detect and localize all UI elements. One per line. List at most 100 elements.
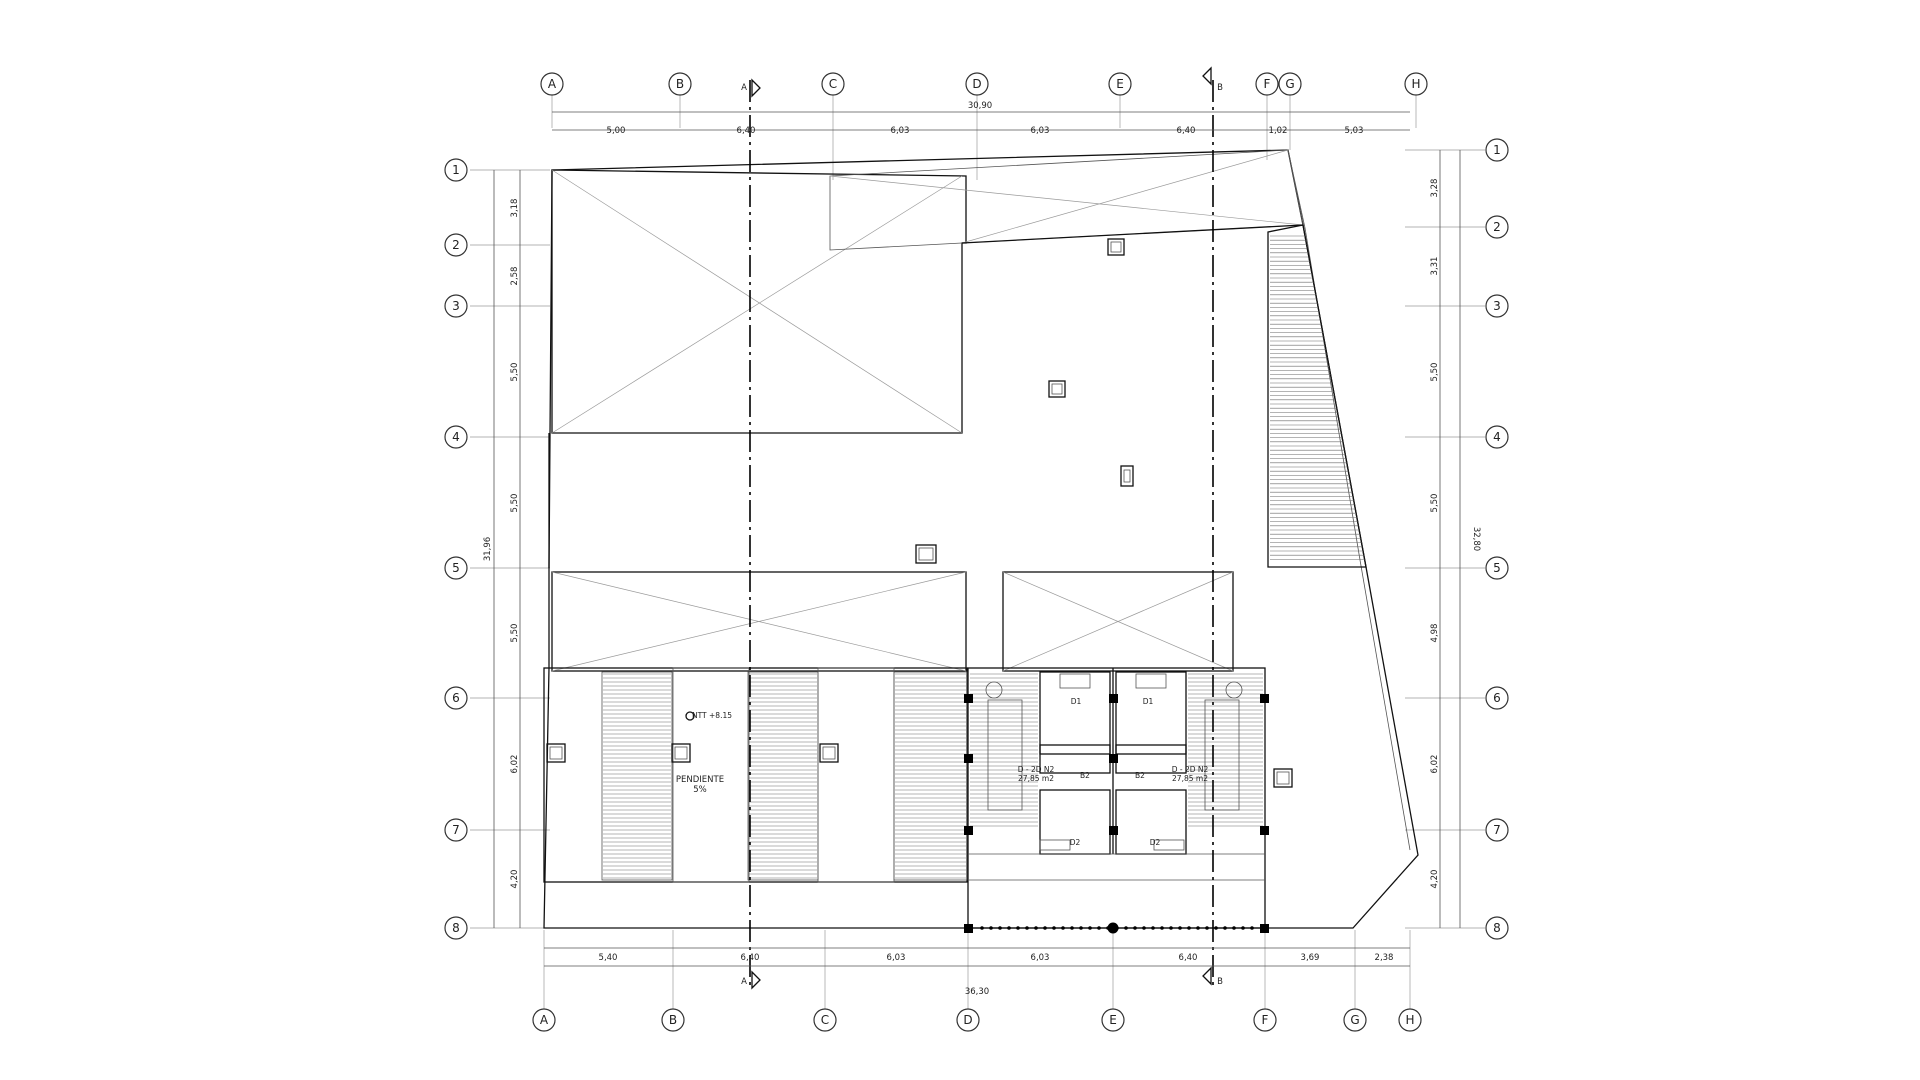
grid-bubble-left-1: 1 bbox=[444, 158, 468, 182]
grid-bubble-right-5: 5 bbox=[1485, 556, 1509, 580]
section-b-bottom: B bbox=[1217, 977, 1223, 987]
svg-text:2: 2 bbox=[452, 238, 460, 252]
svg-text:4: 4 bbox=[452, 430, 460, 444]
grid-bubble-bottom-e: E bbox=[1101, 1008, 1125, 1032]
dim-top-3: 6,03 bbox=[891, 126, 910, 136]
dim-bottom-1: 5,40 bbox=[599, 953, 618, 963]
svg-text:B: B bbox=[669, 1013, 677, 1027]
grid-bubble-top-d: D bbox=[965, 72, 989, 96]
grid-bubble-top-e: E bbox=[1108, 72, 1132, 96]
dim-left-4: 5,50 bbox=[510, 494, 520, 513]
grid-bubble-left-7: 7 bbox=[444, 818, 468, 842]
grid-bubble-left-3: 3 bbox=[444, 294, 468, 318]
grid-bubble-right-3: 3 bbox=[1485, 294, 1509, 318]
dim-top-4: 6,03 bbox=[1031, 126, 1050, 136]
level-note: NTT +8.15 bbox=[692, 711, 732, 720]
svg-text:7: 7 bbox=[1493, 823, 1501, 837]
svg-text:B: B bbox=[676, 77, 684, 91]
dim-top-1: 5,00 bbox=[607, 126, 626, 136]
dim-right-1: 3,28 bbox=[1430, 179, 1440, 198]
svg-text:A: A bbox=[548, 77, 557, 91]
grid-bubble-right-6: 6 bbox=[1485, 686, 1509, 710]
structural-columns bbox=[964, 694, 1269, 934]
dim-right-3: 5,50 bbox=[1430, 363, 1440, 382]
grid-bubble-left-2: 2 bbox=[444, 233, 468, 257]
grid-bubbles-left: 1 2 3 4 5 6 7 8 bbox=[444, 158, 468, 940]
annotations: NTT +8.15 PENDIENTE 5% bbox=[676, 711, 732, 795]
grid-bubble-bottom-d: D bbox=[956, 1008, 980, 1032]
svg-text:2: 2 bbox=[1493, 220, 1501, 234]
slope-label: PENDIENTE bbox=[676, 775, 724, 785]
dim-left-7: 4,20 bbox=[510, 870, 520, 889]
skylights bbox=[546, 238, 1293, 788]
svg-text:F: F bbox=[1264, 77, 1271, 91]
dim-left-total: 31,96 bbox=[483, 537, 493, 561]
dim-right-total: 32,80 bbox=[1471, 527, 1481, 551]
grid-bubble-top-g: G bbox=[1278, 72, 1302, 96]
svg-text:8: 8 bbox=[1493, 921, 1501, 935]
svg-text:G: G bbox=[1285, 77, 1294, 91]
grid-bubble-bottom-f: F bbox=[1253, 1008, 1277, 1032]
svg-text:3: 3 bbox=[452, 299, 460, 313]
grid-bubble-right-2: 2 bbox=[1485, 215, 1509, 239]
dim-right-5: 4,98 bbox=[1430, 624, 1440, 643]
svg-text:C: C bbox=[821, 1013, 829, 1027]
dim-bottom-6: 3,69 bbox=[1301, 953, 1320, 963]
room-d1-left: D1 bbox=[1071, 697, 1082, 706]
dim-right-6: 6,02 bbox=[1430, 755, 1440, 774]
dim-bottom-5: 6,40 bbox=[1179, 953, 1198, 963]
dim-top-5: 6,40 bbox=[1177, 126, 1196, 136]
lower-terraces bbox=[543, 667, 968, 883]
grid-extension-lines bbox=[470, 92, 1485, 1010]
grid-bubble-bottom-g: G bbox=[1343, 1008, 1367, 1032]
dim-left-2: 2,58 bbox=[510, 267, 520, 286]
dim-left-3: 5,50 bbox=[510, 363, 520, 382]
grid-bubble-bottom-b: B bbox=[661, 1008, 685, 1032]
dim-bottom-3: 6,03 bbox=[887, 953, 906, 963]
grid-bubbles-bottom: A B C D E F G H bbox=[532, 1008, 1422, 1032]
dimension-texts: 30,90 5,00 6,40 6,03 6,03 6,40 1,02 5,03… bbox=[483, 101, 1481, 997]
grid-bubble-top-c: C bbox=[821, 72, 845, 96]
dim-left-5: 5,50 bbox=[510, 624, 520, 643]
section-axes: A B A B bbox=[741, 66, 1223, 990]
dim-right-2: 3,31 bbox=[1430, 257, 1440, 276]
railing-dots bbox=[980, 926, 1254, 930]
room-d2-left: D2 bbox=[1070, 838, 1081, 847]
dim-bottom-4: 6,03 bbox=[1031, 953, 1050, 963]
grid-bubble-top-b: B bbox=[668, 72, 692, 96]
dim-right-4: 5,50 bbox=[1430, 494, 1440, 513]
roof-slabs bbox=[548, 149, 1304, 672]
grid-bubble-bottom-c: C bbox=[813, 1008, 837, 1032]
grid-bubble-bottom-h: H bbox=[1398, 1008, 1422, 1032]
grid-bubble-top-f: F bbox=[1255, 72, 1279, 96]
svg-text:F: F bbox=[1262, 1013, 1269, 1027]
svg-text:3: 3 bbox=[1493, 299, 1501, 313]
svg-text:5: 5 bbox=[1493, 561, 1501, 575]
building-outline bbox=[543, 149, 1419, 929]
grid-bubble-left-6: 6 bbox=[444, 686, 468, 710]
room-d2-right: D2 bbox=[1150, 838, 1161, 847]
room-d1-right: D1 bbox=[1143, 697, 1154, 706]
svg-text:8: 8 bbox=[452, 921, 460, 935]
grid-bubble-left-5: 5 bbox=[444, 556, 468, 580]
dim-top-7: 5,03 bbox=[1345, 126, 1364, 136]
unit-area-left: 27,85 m2 bbox=[1018, 774, 1054, 783]
svg-text:D: D bbox=[963, 1013, 972, 1027]
svg-text:H: H bbox=[1411, 77, 1420, 91]
grid-bubble-top-a: A bbox=[540, 72, 564, 96]
dim-top-6: 1,02 bbox=[1269, 126, 1288, 136]
grid-bubbles-top: A B C D E F G H bbox=[540, 72, 1428, 96]
grid-bubble-top-h: H bbox=[1404, 72, 1428, 96]
grid-bubble-bottom-a: A bbox=[532, 1008, 556, 1032]
dim-left-6: 6,02 bbox=[510, 755, 520, 774]
grid-bubble-right-4: 4 bbox=[1485, 425, 1509, 449]
dim-top-2: 6,40 bbox=[737, 126, 756, 136]
dim-bottom-total: 36,30 bbox=[965, 987, 989, 997]
grid-bubble-right-7: 7 bbox=[1485, 818, 1509, 842]
svg-text:E: E bbox=[1109, 1013, 1117, 1027]
svg-text:6: 6 bbox=[452, 691, 460, 705]
svg-text:H: H bbox=[1405, 1013, 1414, 1027]
svg-text:1: 1 bbox=[1493, 143, 1501, 157]
svg-text:5: 5 bbox=[452, 561, 460, 575]
svg-text:1: 1 bbox=[452, 163, 460, 177]
